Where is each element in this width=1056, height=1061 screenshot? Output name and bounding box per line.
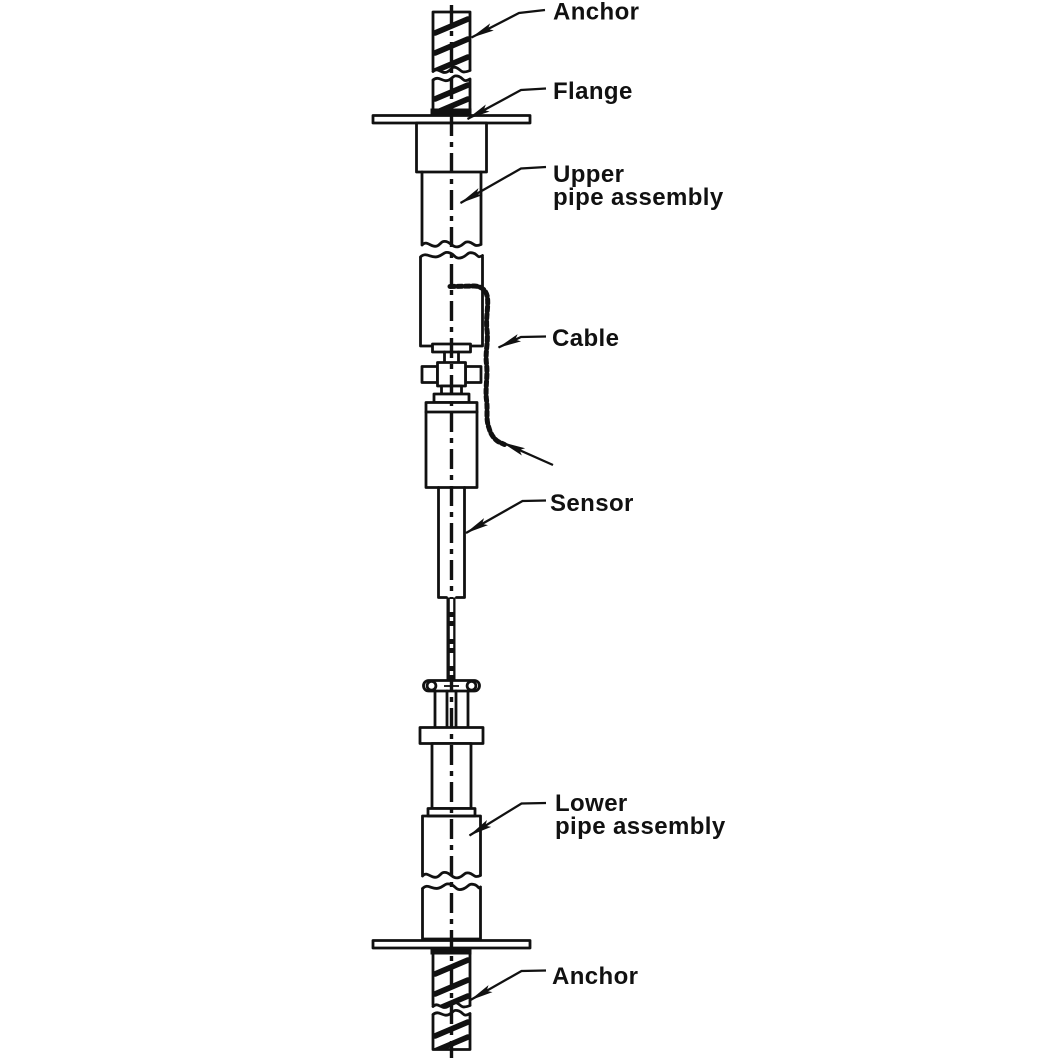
- anchor-top-label: Anchor: [553, 0, 639, 26]
- lower-pipe-break-lower-edge: [421, 870, 482, 880]
- lower-pipe-break-upper-edge: [421, 882, 482, 891]
- anchor-top-leader: [470, 8, 546, 39]
- anchor-bottom-collar: [430, 948, 472, 955]
- nut-left-facet: [420, 365, 439, 384]
- sensor-rod-outline: [437, 486, 466, 599]
- lower-pipe-assembly: [421, 814, 482, 941]
- transducer-break-edge: [419, 251, 484, 260]
- cable-line: [447, 283, 507, 447]
- flange-leader: [466, 87, 547, 121]
- upper-pipe-label-line1: Upper: [553, 161, 624, 188]
- anchor-bottom: [430, 948, 472, 1051]
- sensor-rod: [437, 486, 466, 599]
- leader-lines: [459, 8, 554, 1001]
- anchor-bottom-label: Anchor: [552, 963, 638, 990]
- sensor-label: Sensor: [550, 490, 634, 517]
- lower-pipe-leader: [468, 801, 547, 837]
- cable-end-leader: [501, 441, 554, 467]
- upper-pipe-leader: [459, 165, 547, 204]
- labels: Anchor Flange Upper pipe assembly Cable …: [550, 0, 726, 990]
- washer-right-hole: [465, 679, 478, 692]
- lower-pipe-label-line2: pipe assembly: [555, 813, 726, 840]
- anchor-top-break-upper-edge: [431, 74, 472, 83]
- anchor-bottom-leader: [469, 969, 547, 1001]
- anchor-bottom-break-upper-edge: [431, 1008, 472, 1017]
- upper-pipe-label-line2: pipe assembly: [553, 184, 724, 211]
- anchor-top-collar: [430, 108, 472, 116]
- upper-pipe-sides: [420, 170, 483, 245]
- lower-pipe-label-line1: Lower: [555, 790, 628, 817]
- lower-pipe-upper-part: [421, 814, 482, 876]
- anchor-top: [430, 10, 472, 116]
- nut-right-facet: [464, 365, 483, 384]
- sensor-leader: [465, 499, 547, 535]
- flange-label: Flange: [553, 78, 633, 105]
- cable-label: Cable: [552, 325, 619, 352]
- washer-left-hole: [425, 679, 438, 692]
- lower-connector-sleeve: [433, 689, 470, 729]
- cable-leader: [497, 334, 547, 349]
